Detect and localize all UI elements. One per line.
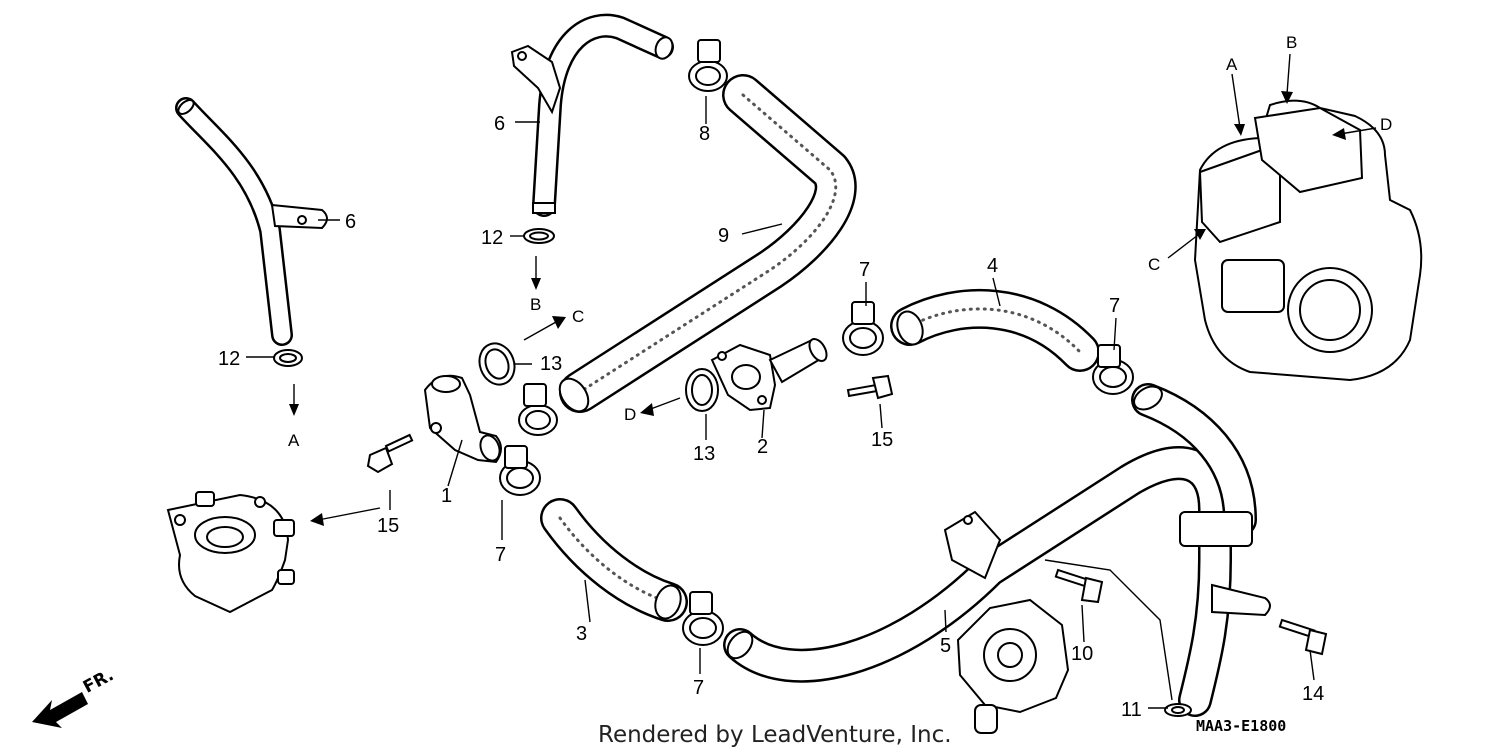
- hose-3[interactable]: [540, 498, 688, 622]
- callout-3: 3: [576, 623, 587, 645]
- leader-lines: [246, 96, 1315, 709]
- callout-13-a: 13: [540, 353, 562, 375]
- pipe-6-upper[interactable]: [510, 13, 675, 217]
- ref-d-mid: D: [624, 405, 636, 424]
- diagram-code: MAA3-E1800: [1196, 717, 1287, 735]
- callout-7-d: 7: [693, 677, 704, 699]
- callout-15-right: 15: [871, 429, 893, 451]
- clamp-7-c[interactable]: [842, 301, 884, 356]
- ref-c-mid: C: [572, 307, 584, 326]
- bolt-15-left[interactable]: [366, 433, 414, 474]
- callout-8: 8: [699, 123, 710, 145]
- thermostat-housing[interactable]: [166, 491, 295, 614]
- clamp-7-b[interactable]: [499, 445, 541, 496]
- callout-12-left: 12: [218, 348, 240, 370]
- washer-11[interactable]: [1164, 703, 1192, 717]
- water-pump-cover[interactable]: [956, 598, 1070, 734]
- callout-14: 14: [1302, 683, 1324, 705]
- hose-4[interactable]: [890, 288, 1100, 372]
- pipe-5[interactable]: [723, 382, 1271, 717]
- callout-labels: 1 2 3 4 5 6 6 7 7 7 7 8 9 10 11 12 12 13…: [218, 113, 1324, 721]
- ref-a-engine: A: [1226, 55, 1238, 74]
- callout-9: 9: [718, 225, 729, 247]
- clamp-8[interactable]: [688, 39, 728, 92]
- o-ring-13-b[interactable]: [685, 368, 719, 412]
- o-ring-13-a[interactable]: [474, 338, 520, 389]
- callout-12-upper: 12: [481, 227, 503, 249]
- callout-2: 2: [757, 436, 768, 458]
- callout-7-c: 7: [495, 544, 506, 566]
- engine-illustration: [1193, 99, 1423, 382]
- pipe-6-left[interactable]: [175, 97, 328, 346]
- ref-b-engine: B: [1286, 33, 1297, 52]
- callout-6-left: 6: [345, 211, 356, 233]
- footer-credit: Rendered by LeadVenture, Inc.: [598, 722, 952, 748]
- elbow-1[interactable]: [423, 374, 503, 464]
- o-ring-12-upper[interactable]: [523, 228, 555, 244]
- bolt-14[interactable]: [1278, 618, 1328, 656]
- clamp-7-d[interactable]: [1092, 344, 1134, 395]
- o-ring-12-left[interactable]: [273, 349, 303, 367]
- bolt-15-right[interactable]: [846, 374, 894, 400]
- hose-9[interactable]: [554, 74, 857, 417]
- callout-10: 10: [1071, 643, 1093, 665]
- fitting-2[interactable]: [710, 336, 830, 412]
- callout-4: 4: [987, 255, 998, 277]
- clamp-7-a[interactable]: [518, 383, 558, 436]
- callout-6-upper: 6: [494, 113, 505, 135]
- front-direction-arrow-icon: [32, 692, 88, 728]
- ref-d-engine: D: [1380, 115, 1392, 134]
- callout-13-b: 13: [693, 443, 715, 465]
- callout-11: 11: [1121, 699, 1142, 721]
- callout-7-b: 7: [1109, 295, 1120, 317]
- ref-c-engine: C: [1148, 255, 1160, 274]
- ref-b-mid: B: [530, 295, 541, 314]
- reference-labels: A B C D A B C D: [288, 33, 1392, 450]
- callout-7-a: 7: [859, 259, 870, 281]
- bolt-10[interactable]: [1054, 568, 1104, 604]
- callout-15-left: 15: [377, 515, 399, 537]
- reference-arrows: [289, 53, 1377, 526]
- clamp-7-e[interactable]: [682, 591, 724, 646]
- callout-1: 1: [441, 485, 452, 507]
- ref-a-left: A: [288, 431, 300, 450]
- callout-5: 5: [940, 635, 951, 657]
